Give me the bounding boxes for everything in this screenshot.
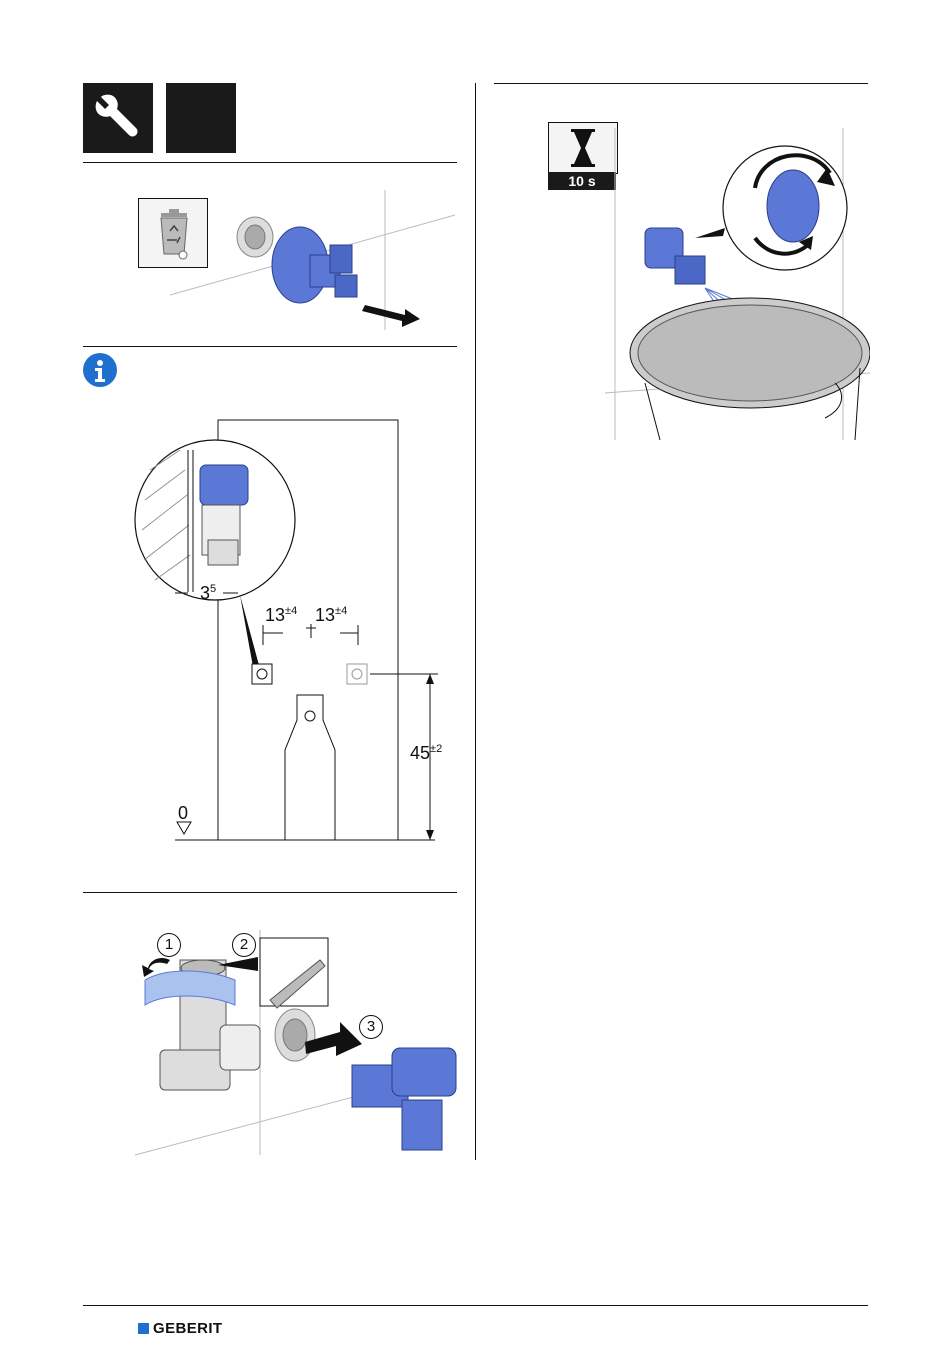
section-divider bbox=[83, 892, 457, 893]
info-icon bbox=[83, 353, 117, 387]
step-3-marker: 3 bbox=[359, 1015, 383, 1039]
section-divider bbox=[83, 162, 457, 163]
flush-bucket-illustration bbox=[605, 128, 870, 440]
wall-gap-label: 35 bbox=[200, 583, 216, 604]
valve-assembly-illustration bbox=[130, 930, 460, 1160]
height-label: 45±2 bbox=[410, 743, 442, 764]
right-offset-label: 13±4 bbox=[315, 605, 347, 626]
tool-tile bbox=[83, 83, 153, 153]
floor-label: 0 bbox=[178, 803, 188, 824]
footer-rule bbox=[83, 1305, 868, 1306]
column-divider bbox=[475, 83, 476, 1160]
brand-square-icon bbox=[138, 1323, 149, 1334]
section-divider bbox=[494, 83, 868, 84]
step-2-marker: 2 bbox=[232, 933, 256, 957]
wrench-icon bbox=[83, 83, 153, 153]
valve-removal-illustration bbox=[160, 185, 460, 335]
section-divider bbox=[83, 346, 457, 347]
brand-logo: GEBERIT bbox=[138, 1320, 222, 1337]
left-offset-label: 13±4 bbox=[265, 605, 297, 626]
installation-dimensions-diagram bbox=[130, 410, 460, 850]
brand-name: GEBERIT bbox=[153, 1320, 222, 1337]
blank-tile bbox=[166, 83, 236, 153]
step-1-marker: 1 bbox=[157, 933, 181, 957]
